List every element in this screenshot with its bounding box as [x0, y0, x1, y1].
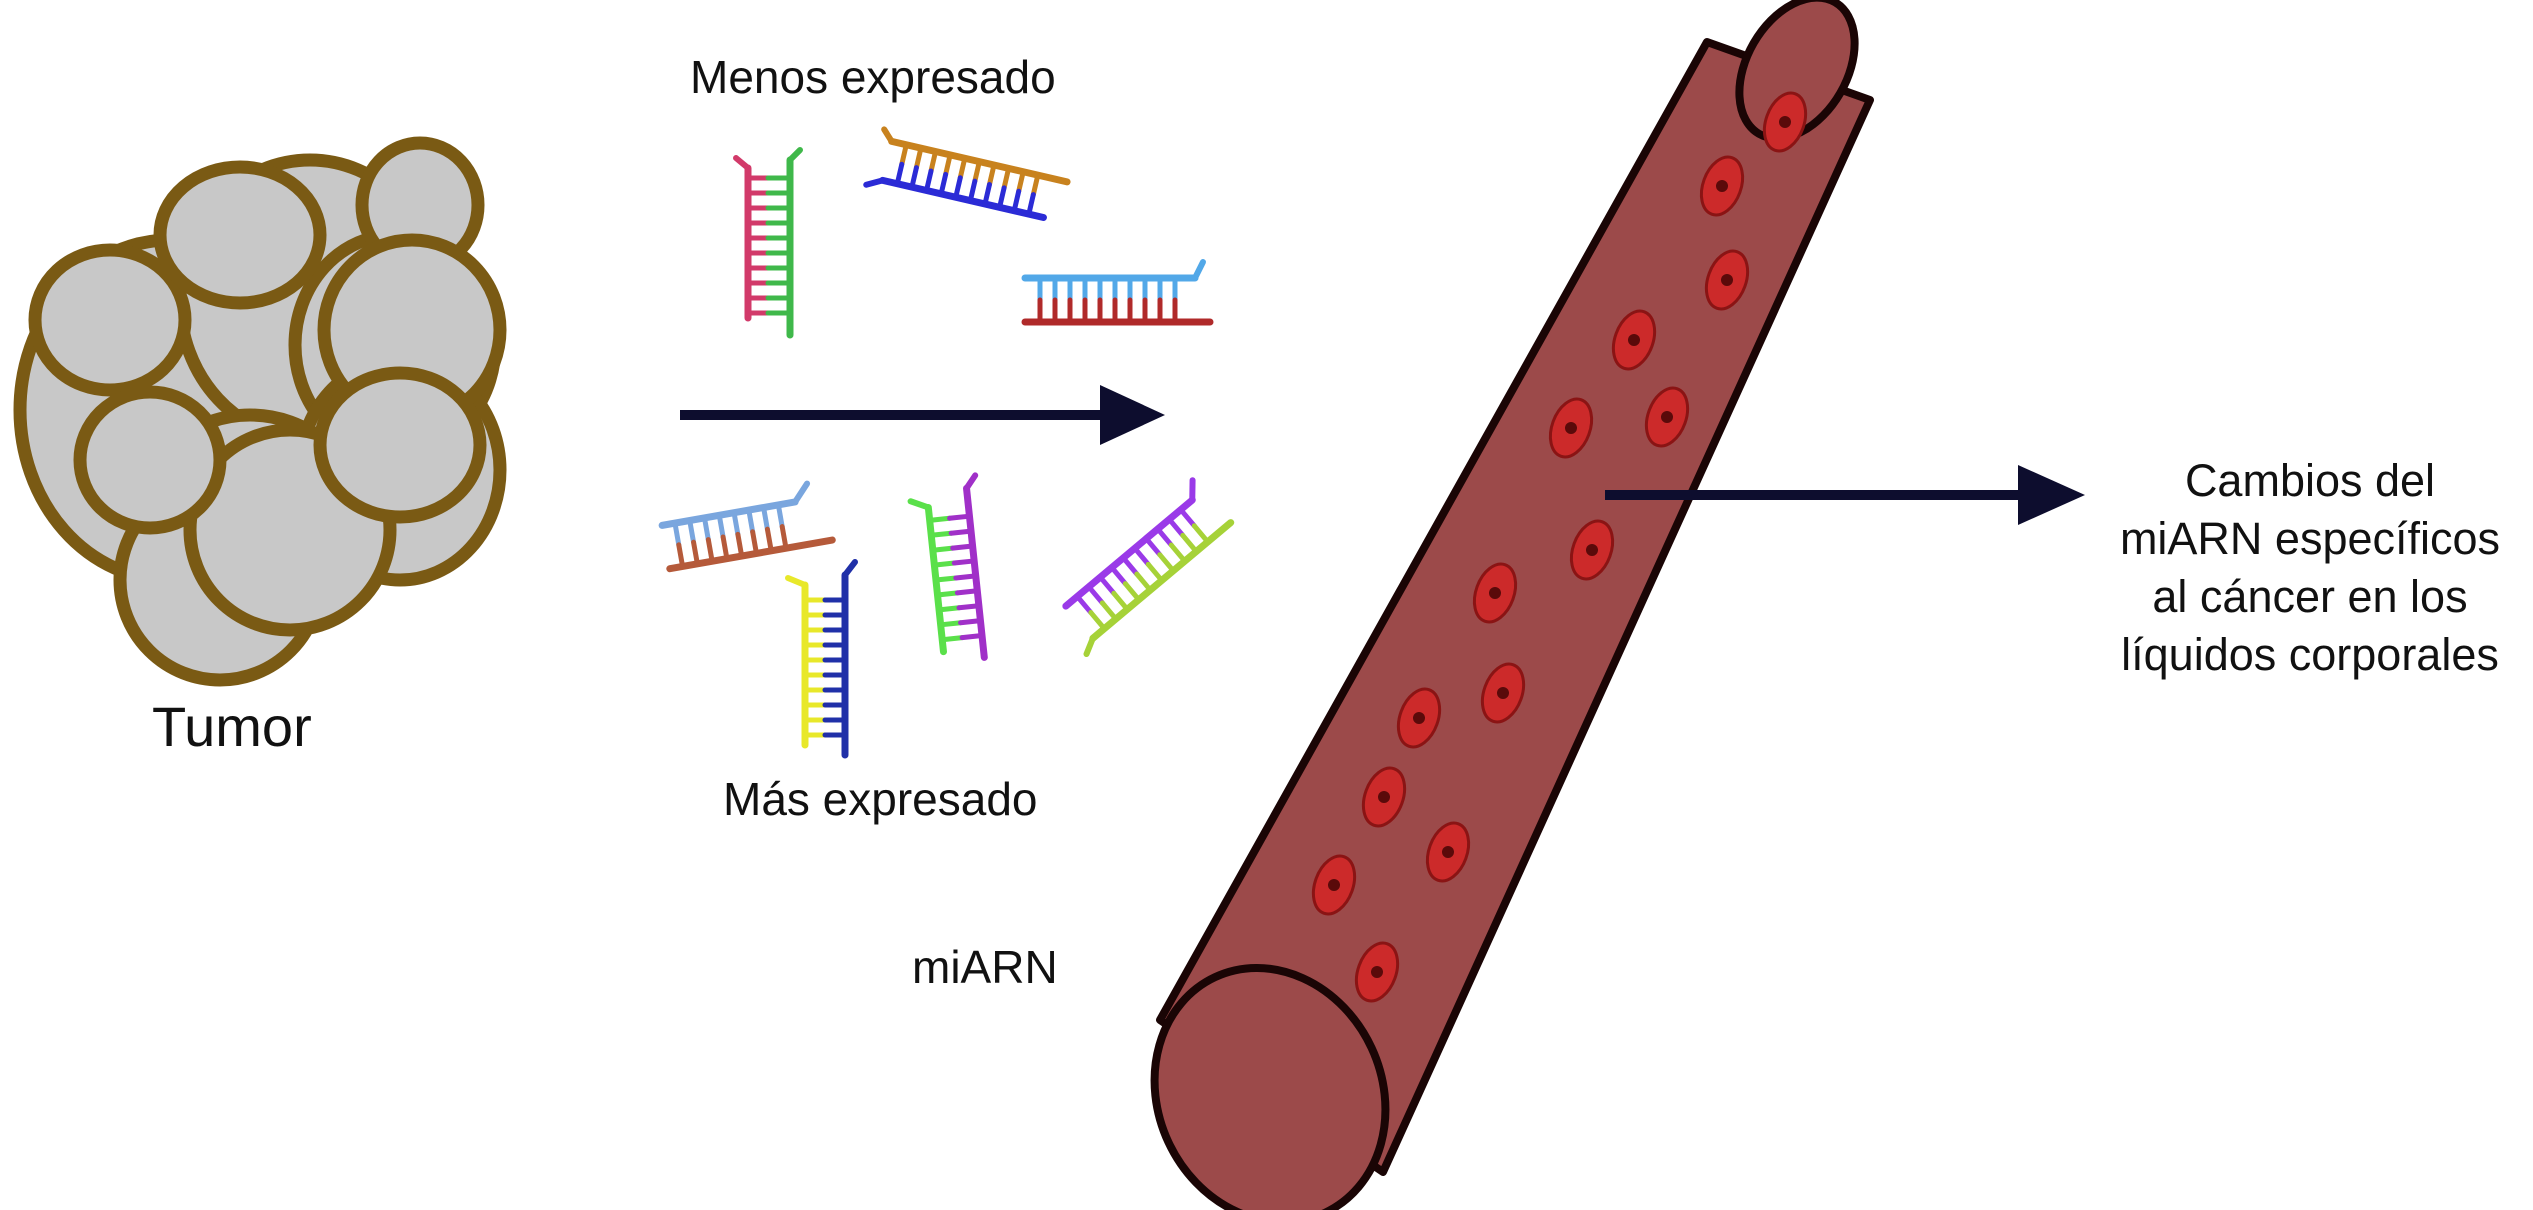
result-line-3: al cáncer en los — [2152, 571, 2468, 622]
mirna-hairpin-icon — [658, 480, 836, 573]
result-line-1: Cambios del — [2184, 455, 2436, 506]
blood-cells — [1311, 91, 1808, 1003]
tumor-label: Tumor — [152, 695, 312, 758]
mirna-hairpin-icon — [1062, 477, 1235, 658]
mirna-label: miARN — [912, 941, 1058, 993]
result-label: Cambios del miARN específicos al cáncer … — [2090, 452, 2530, 684]
mirna-hairpin-icon — [1021, 259, 1214, 326]
mirna-hairpin-icon — [785, 559, 858, 759]
tumor-cluster-icon — [13, 136, 507, 687]
mirna-hairpin-icon — [733, 147, 803, 339]
more-expressed-label: Más expresado — [723, 773, 1038, 825]
right-arrow-icon — [1605, 465, 2085, 525]
result-line-4: líquidos corporales — [2121, 629, 2499, 680]
result-line-2: miARN específicos — [2119, 513, 2501, 564]
mirna-hairpin-icon — [907, 472, 988, 661]
blood-vessel-icon — [1150, 0, 1874, 1210]
mirna-hairpin-icon — [863, 126, 1071, 221]
less-expressed-label: Menos expresado — [690, 51, 1056, 103]
right-arrow-icon — [680, 385, 1165, 445]
